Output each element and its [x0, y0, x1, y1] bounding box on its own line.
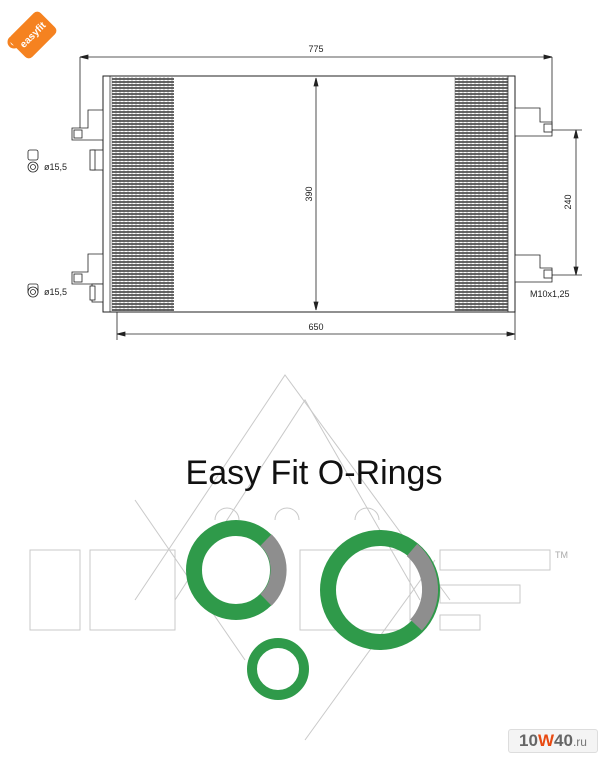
- oring-medium-green-ring: [186, 520, 286, 620]
- condenser-core: [102, 75, 516, 313]
- port-fitting-upper: [27, 149, 96, 173]
- oring-small-green-ring: [247, 638, 309, 700]
- dimension-core-width: [116, 312, 516, 340]
- fin-pack-left: [111, 77, 174, 311]
- right-mounting-brackets: [514, 107, 553, 283]
- dimension-overall-width: [79, 54, 553, 130]
- watermark-w: W: [537, 731, 555, 750]
- oring-medium: [186, 520, 287, 620]
- fin-pack-right: [454, 77, 508, 311]
- dimension-mount-spacing-label: 240: [563, 194, 573, 209]
- dimension-overall-width-label: 775: [308, 44, 323, 54]
- trademark-mark: TM: [555, 550, 568, 560]
- thread-spec-label: M10x1,25: [530, 289, 570, 299]
- orings: [186, 520, 440, 700]
- watermark-suffix: 40: [554, 731, 573, 750]
- site-watermark: 10W40.ru: [508, 729, 598, 753]
- left-mounting-brackets: [71, 109, 104, 303]
- port-fitting-lower: [27, 283, 96, 301]
- easyfit-logo: easyfit: [7, 11, 57, 59]
- port-diameter-lower-label: ø15,5: [44, 287, 67, 297]
- dimension-mount-spacing: [552, 129, 582, 276]
- port-diameter-upper-label: ø15,5: [44, 162, 67, 172]
- dimension-height: [313, 77, 319, 311]
- oring-large: [320, 530, 440, 650]
- watermark-prefix: 10: [519, 731, 538, 750]
- dimension-height-label: 390: [304, 186, 314, 201]
- oring-medium-grey-arc: [260, 534, 287, 606]
- watermark-domain: .ru: [572, 735, 587, 749]
- nrf-background-watermark: [29, 374, 551, 741]
- dimension-core-width-label: 650: [308, 322, 323, 332]
- oring-small: [247, 638, 309, 700]
- oring-large-grey-arc: [406, 543, 439, 631]
- orings-title: Easy Fit O-Rings: [186, 454, 443, 492]
